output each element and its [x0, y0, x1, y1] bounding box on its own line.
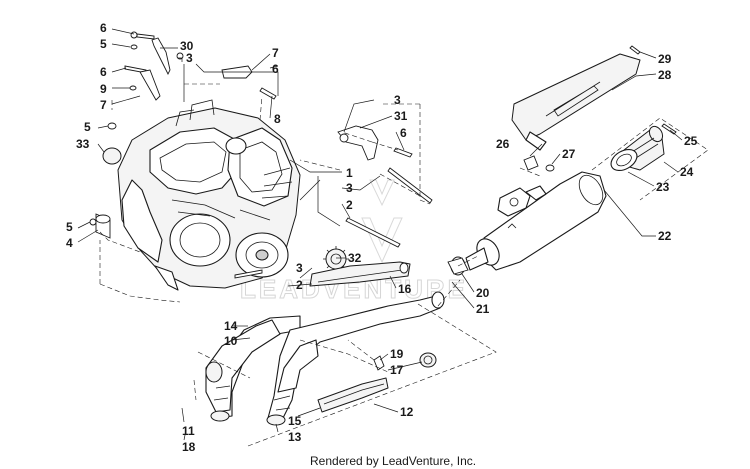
callout-5: 5: [66, 220, 73, 234]
callout-26: 26: [496, 137, 510, 151]
heat-shield-16: [309, 261, 411, 287]
exhaust-header-pipes: [205, 291, 445, 426]
callout-7: 7: [272, 46, 279, 60]
callout-7: 7: [100, 98, 107, 112]
callout-33: 33: [76, 137, 90, 151]
callout-1: 1: [346, 166, 353, 180]
callout-24: 24: [680, 165, 694, 179]
leader-lines: [77, 28, 683, 441]
callout-17: 17: [390, 363, 404, 377]
callout-6: 6: [272, 62, 279, 76]
callout-2: 2: [346, 198, 353, 212]
callout-20: 20: [476, 286, 490, 300]
callout-15: 15: [288, 414, 302, 428]
callout-4: 4: [66, 236, 73, 250]
callout-10: 10: [224, 334, 238, 348]
callout-3: 3: [346, 181, 353, 195]
callout-29: 29: [658, 52, 672, 66]
assembly-leaders: [299, 176, 656, 413]
engine-assembly: [117, 99, 301, 291]
callout-23: 23: [656, 180, 670, 194]
muffler-22: [465, 171, 607, 271]
callout-3: 3: [186, 51, 193, 65]
callout-27: 27: [562, 147, 576, 161]
callout-8: 8: [274, 112, 281, 126]
callout-32: 32: [348, 251, 362, 265]
callout-21: 21: [476, 302, 490, 316]
callout-16: 16: [398, 282, 412, 296]
callout-22: 22: [658, 229, 672, 243]
callout-28: 28: [658, 68, 672, 82]
callout-18: 18: [182, 440, 196, 454]
callout-30: 30: [180, 39, 194, 53]
callout-3: 3: [394, 93, 401, 107]
callout-25: 25: [684, 134, 698, 148]
spark-arrestor-parts: [523, 123, 677, 172]
callout-31: 31: [394, 109, 408, 123]
header-heat-shield-15: [317, 377, 389, 413]
callout-12: 12: [400, 405, 414, 419]
callout-6: 6: [100, 65, 107, 79]
render-credit: Rendered by LeadVenture, Inc.: [310, 454, 476, 468]
callout-labels: 6 5 30 3 6 9 7 7 6 8 5 33 3 31 6 1 3 2 5…: [66, 21, 698, 454]
callout-11: 11: [182, 424, 195, 438]
callout-5: 5: [84, 120, 91, 134]
callout-6: 6: [100, 21, 107, 35]
assembly-lines: [99, 83, 709, 447]
callout-2: 2: [296, 278, 303, 292]
callout-9: 9: [100, 82, 107, 96]
sensor-and-gasket: [373, 352, 437, 371]
callout-13: 13: [288, 430, 302, 444]
callout-19: 19: [390, 347, 404, 361]
callout-5: 5: [100, 37, 107, 51]
engine-hardware: [89, 31, 433, 279]
muffler-heat-shield-28: [511, 45, 641, 151]
callout-3: 3: [296, 261, 303, 275]
callout-6: 6: [400, 126, 407, 140]
callout-14: 14: [224, 319, 238, 333]
